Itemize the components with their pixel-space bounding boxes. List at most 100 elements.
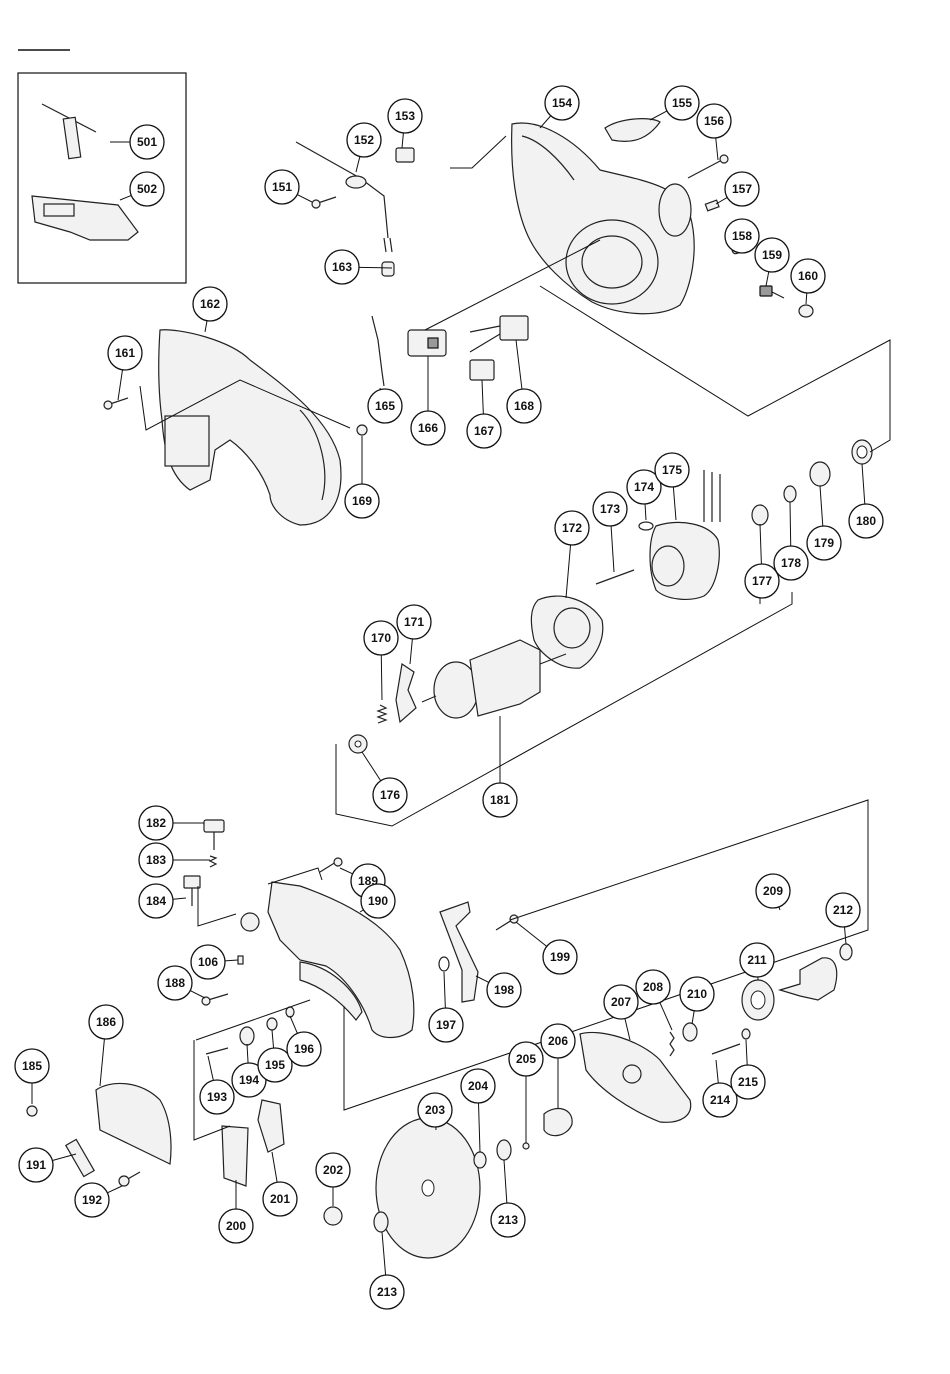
callout-501: 501 bbox=[110, 125, 164, 159]
leader-line-106 bbox=[225, 960, 238, 961]
callout-label-152: 152 bbox=[354, 133, 374, 147]
callout-label-200: 200 bbox=[226, 1219, 246, 1233]
part-212-bearing bbox=[840, 944, 852, 960]
part-211-bearing-holder bbox=[742, 980, 774, 1020]
callout-label-153: 153 bbox=[395, 109, 415, 123]
leader-line-155 bbox=[650, 111, 667, 120]
callout-label-173: 173 bbox=[600, 502, 620, 516]
part-182-bolt bbox=[204, 820, 224, 850]
leader-line-152 bbox=[356, 156, 360, 172]
callout-label-195: 195 bbox=[265, 1058, 285, 1072]
part-153-cord-clip bbox=[396, 148, 414, 162]
part-161-screw bbox=[104, 398, 128, 409]
callout-208: 208 bbox=[636, 970, 672, 1030]
leader-line-161 bbox=[118, 370, 122, 400]
leader-line-502 bbox=[120, 195, 131, 200]
part-172-fan-guide bbox=[531, 596, 602, 668]
callout-label-171: 171 bbox=[404, 615, 424, 629]
callout-193: 193 bbox=[200, 1056, 234, 1114]
callout-label-162: 162 bbox=[200, 297, 220, 311]
part-152-cord-armor bbox=[296, 142, 392, 252]
part-209-gear-shaft bbox=[780, 958, 837, 1000]
callout-label-207: 207 bbox=[611, 995, 631, 1009]
callout-label-166: 166 bbox=[418, 421, 438, 435]
callout-190: 190 bbox=[360, 884, 395, 918]
part-202-bolt bbox=[324, 1207, 342, 1225]
callout-199: 199 bbox=[516, 922, 577, 974]
callout-169: 169 bbox=[345, 436, 379, 518]
part-204-washer bbox=[474, 1152, 486, 1168]
callout-label-202: 202 bbox=[323, 1163, 343, 1177]
part-185-screw bbox=[27, 1106, 37, 1116]
callout-label-155: 155 bbox=[672, 96, 692, 110]
callout-158: 158 bbox=[725, 219, 759, 253]
part-194-bearing bbox=[240, 1027, 254, 1045]
callout-186: 186 bbox=[89, 1005, 123, 1086]
callout-label-502: 502 bbox=[137, 182, 157, 196]
part-501-socket-wrench bbox=[42, 104, 96, 159]
leader-line-189 bbox=[340, 868, 353, 874]
leader-line-214 bbox=[716, 1060, 718, 1083]
callout-182: 182 bbox=[139, 806, 204, 840]
leader-line-160 bbox=[806, 293, 807, 304]
callout-label-178: 178 bbox=[781, 556, 801, 570]
part-213-washer-inner bbox=[497, 1140, 511, 1160]
leader-line-167 bbox=[482, 380, 483, 414]
callout-154: 154 bbox=[540, 86, 579, 128]
callout-label-169: 169 bbox=[352, 494, 372, 508]
leader-line-188 bbox=[190, 991, 205, 998]
leader-line-172 bbox=[566, 545, 571, 598]
part-155-label bbox=[605, 119, 660, 142]
part-154-housing bbox=[512, 123, 695, 314]
part-168-capacitor bbox=[470, 316, 528, 352]
callout-label-204: 204 bbox=[468, 1079, 488, 1093]
callout-205: 205 bbox=[509, 1042, 543, 1143]
callout-157: 157 bbox=[716, 172, 759, 206]
callout-183: 183 bbox=[139, 843, 210, 877]
leader-line-186 bbox=[100, 1039, 104, 1086]
part-170-spring bbox=[378, 705, 386, 723]
leader-line-176 bbox=[362, 752, 381, 781]
callout-197: 197 bbox=[429, 972, 463, 1042]
callout-label-197: 197 bbox=[436, 1018, 456, 1032]
callout-label-182: 182 bbox=[146, 816, 166, 830]
leader-line-157 bbox=[716, 197, 727, 204]
callout-label-154: 154 bbox=[552, 96, 572, 110]
part-180-washer bbox=[852, 440, 872, 464]
part-198-lever bbox=[440, 902, 478, 1002]
callout-label-193: 193 bbox=[207, 1090, 227, 1104]
leader-line-159 bbox=[766, 272, 769, 286]
part-203-saw-blade bbox=[376, 1118, 480, 1258]
callout-label-213: 213 bbox=[498, 1213, 518, 1227]
callout-label-183: 183 bbox=[146, 853, 166, 867]
callout-label-174: 174 bbox=[634, 480, 654, 494]
part-162-handle bbox=[159, 330, 341, 525]
part-157-screw bbox=[705, 200, 719, 211]
callout-174: 174 bbox=[627, 470, 661, 520]
callout-195: 195 bbox=[258, 1030, 292, 1082]
callout-153: 153 bbox=[388, 99, 422, 148]
callout-label-192: 192 bbox=[82, 1193, 102, 1207]
callout-191: 191 bbox=[19, 1148, 76, 1182]
part-176-ball-bearing bbox=[349, 735, 367, 753]
callout-167: 167 bbox=[467, 380, 501, 448]
part-502-blade-guard bbox=[32, 196, 138, 240]
callout-179: 179 bbox=[807, 486, 841, 560]
part-189-screw bbox=[320, 858, 342, 872]
leader-line-194 bbox=[247, 1044, 248, 1063]
callout-label-184: 184 bbox=[146, 894, 166, 908]
callout-200: 200 bbox=[219, 1180, 253, 1243]
leader-line-208 bbox=[660, 1003, 672, 1030]
leader-line-198 bbox=[476, 976, 489, 982]
callout-181: 181 bbox=[483, 716, 517, 817]
callout-label-161: 161 bbox=[115, 346, 135, 360]
callout-label-165: 165 bbox=[375, 399, 395, 413]
part-188-screw bbox=[202, 994, 228, 1005]
callout-165: 165 bbox=[368, 388, 402, 423]
leader-line-174 bbox=[645, 504, 646, 520]
leader-line-151 bbox=[297, 195, 312, 202]
callout-label-190: 190 bbox=[368, 894, 388, 908]
part-210-bearing bbox=[683, 1023, 697, 1041]
callout-166: 166 bbox=[411, 356, 445, 445]
